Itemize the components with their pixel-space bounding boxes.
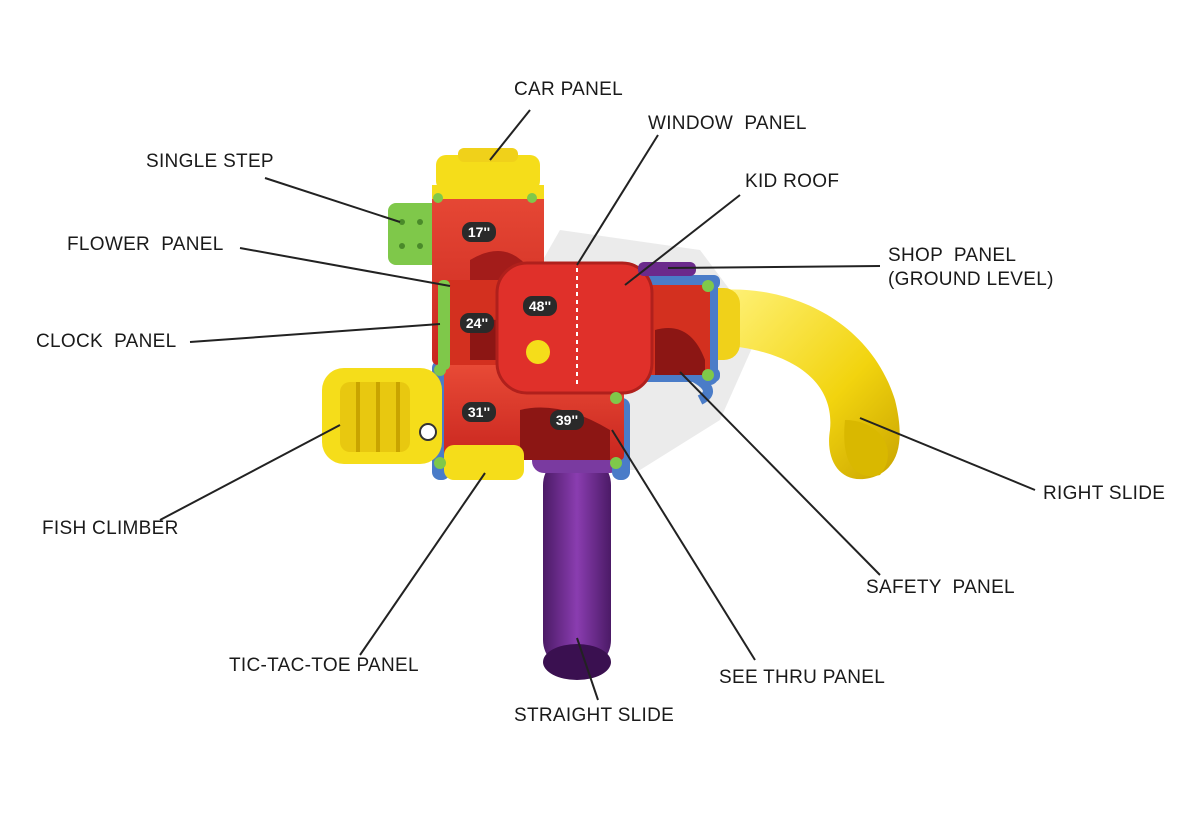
label-safety-panel: SAFETY PANEL	[866, 577, 1015, 598]
deck-height-17: 17''	[468, 224, 490, 240]
deck-tag-31: 31''	[462, 402, 496, 422]
label-shop-panel: SHOP PANEL (GROUND LEVEL)	[888, 245, 1054, 290]
connector-knobs	[433, 193, 714, 469]
shop-panel-cap	[638, 262, 696, 276]
leader-clock-panel	[189, 323, 441, 343]
leader-car-panel	[489, 109, 531, 161]
deck-height-39: 39''	[556, 412, 578, 428]
label-car-panel: CAR PANEL	[514, 79, 623, 100]
leader-window-panel	[576, 134, 659, 266]
leader-straight-slide	[576, 637, 599, 701]
label-single-step: SINGLE STEP	[146, 151, 274, 172]
leader-see-thru	[611, 429, 756, 661]
leader-safety-panel	[679, 371, 881, 576]
deck-height-31: 31''	[468, 404, 490, 420]
straight-slide-shape	[532, 447, 622, 680]
label-see-thru-panel: SEE THRU PANEL	[719, 667, 886, 688]
leader-kid-roof	[624, 194, 741, 286]
deck-tag-48: 48''	[523, 296, 557, 316]
label-kid-roof: KID ROOF	[745, 171, 840, 192]
leader-shop-panel	[667, 265, 881, 269]
label-fish-climber: FISH CLIMBER	[42, 518, 179, 539]
leader-single-step	[264, 177, 401, 223]
leader-fish-climber	[159, 424, 341, 521]
single-step-shape	[388, 203, 440, 265]
fish-climber-shape	[322, 368, 442, 464]
label-right-slide: RIGHT SLIDE	[1043, 483, 1166, 504]
leader-tic-tac-toe	[359, 472, 486, 656]
label-window-panel: WINDOW PANEL	[648, 113, 807, 134]
deck-height-24: 24''	[466, 315, 488, 331]
leader-right-slide	[859, 417, 1036, 491]
leader-lines	[159, 109, 1036, 701]
deck-tag-17: 17''	[462, 222, 496, 242]
label-straight-slide: STRAIGHT SLIDE	[514, 705, 675, 726]
label-clock-panel: CLOCK PANEL	[36, 331, 177, 352]
deck-tag-24: 24''	[460, 313, 494, 333]
deck-height-48: 48''	[529, 298, 551, 314]
label-flower-panel: FLOWER PANEL	[67, 234, 224, 255]
leader-flower-panel	[239, 247, 451, 287]
deck-tag-39: 39''	[550, 410, 584, 430]
kid-roof-shape	[495, 261, 654, 395]
label-tic-tac-toe-panel: TIC-TAC-TOE PANEL	[229, 655, 419, 676]
